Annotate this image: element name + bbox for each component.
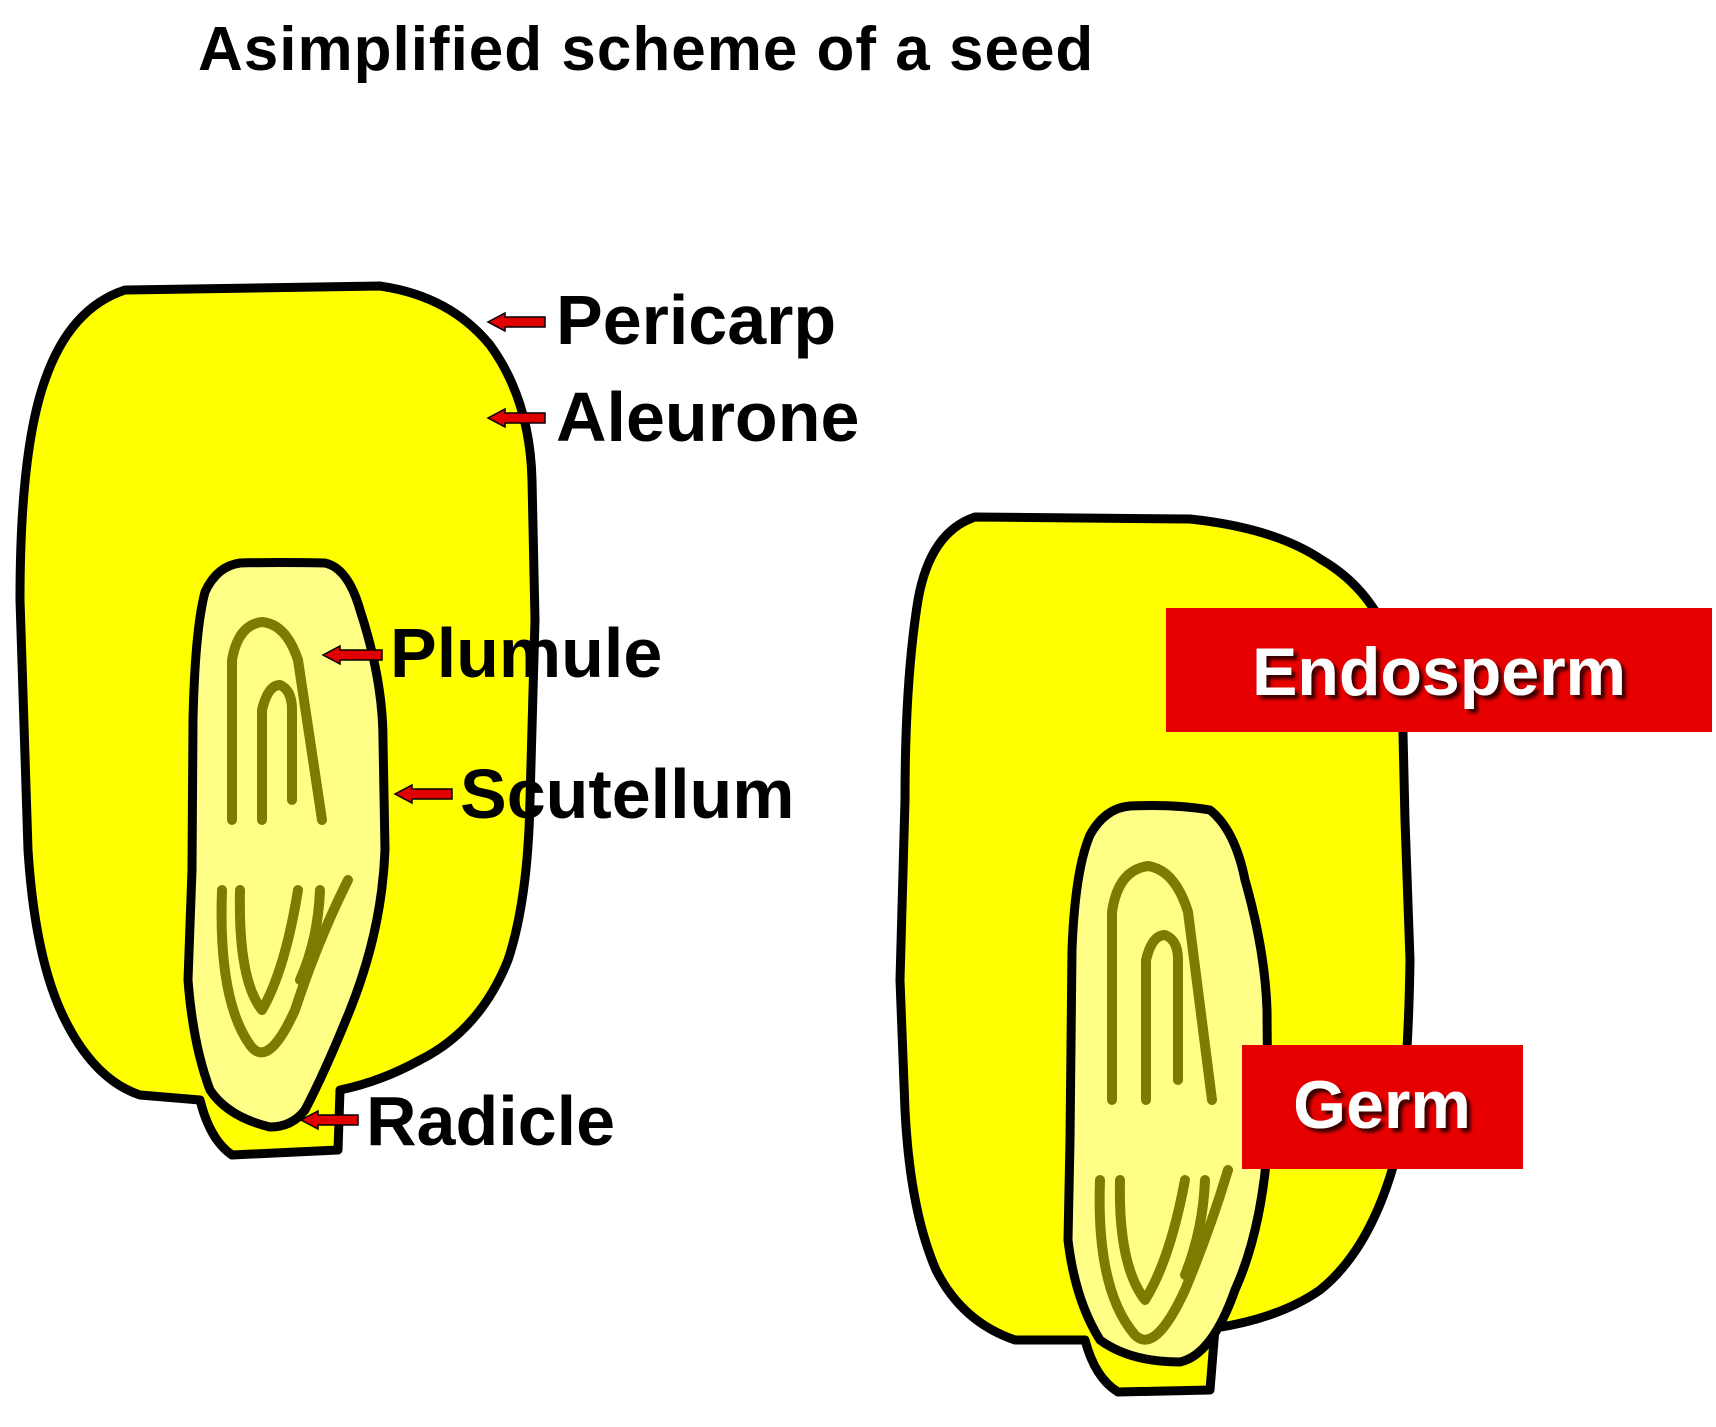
right-embryo [1094, 861, 1233, 1345]
label-germ: Germ [1293, 1067, 1471, 1143]
label-plumule: Plumule [390, 614, 662, 692]
label-aleurone: Aleurone [556, 378, 859, 456]
right-seed [895, 512, 1415, 1397]
arrow-plumule [321, 644, 383, 666]
left-embryo [216, 617, 353, 1058]
arrow-scutellum [393, 783, 453, 805]
arrow-pericarp [486, 311, 546, 333]
arrow-radicle [299, 1109, 359, 1131]
left-seed-germ [183, 558, 390, 1132]
label-endosperm: Endosperm [1252, 634, 1626, 710]
diagram-title: Asimplified scheme of a seed [198, 15, 1095, 84]
right-seed-germ [1063, 801, 1273, 1367]
germ-label-box [1242, 1045, 1523, 1169]
endosperm-label-box [1166, 608, 1712, 732]
label-pericarp: Pericarp [556, 281, 836, 359]
arrow-aleurone [486, 407, 546, 429]
label-radicle: Radicle [366, 1082, 615, 1160]
label-arrows [299, 311, 546, 1131]
label-scutellum: Scutellum [460, 755, 795, 833]
left-seed [15, 281, 540, 1160]
